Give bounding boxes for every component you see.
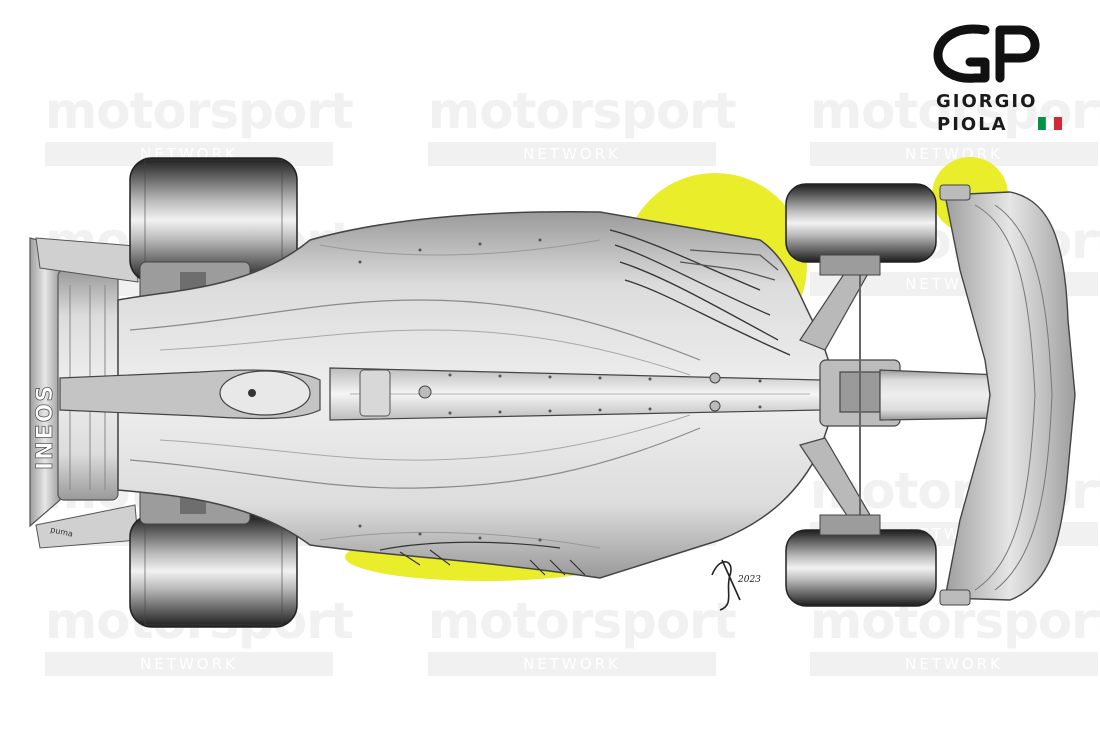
watermark-bar [45, 652, 333, 676]
watermark-word: motorsport [45, 82, 353, 140]
signature-year: 2023 [737, 575, 761, 585]
front-wing [879, 184, 1076, 606]
watermark-subword: NETWORK [905, 655, 1003, 673]
artist-signature: 2023 [711, 559, 761, 611]
rear-right-tyre [129, 514, 298, 628]
italian-flag-icon [1038, 116, 1062, 131]
logo-line-piola: PIOLA [937, 114, 1008, 135]
giorgio-piola-logo: GIORGIO PIOLA [933, 24, 1062, 135]
front-left-tyre [785, 183, 937, 276]
watermark-bar [428, 142, 716, 166]
logo-line-giorgio: GIORGIO [936, 91, 1037, 112]
watermark-word: motorsport [428, 82, 736, 140]
gp-monogram-g [933, 24, 990, 83]
watermark-bar [428, 652, 716, 676]
gp-monogram-p [995, 25, 1040, 83]
floor-edge-fins [379, 541, 586, 576]
floor-fences [609, 229, 791, 356]
watermark-bar [810, 652, 1098, 676]
rear-wing-livery-text: INEOS [33, 384, 58, 470]
watermark-subword: NETWORK [523, 145, 621, 163]
watermark-word: motorsport [428, 592, 736, 650]
car-floor [59, 211, 831, 579]
rear-wing: INEOS puma [29, 237, 139, 549]
front-right-tyre [785, 514, 937, 607]
watermark-subword: NETWORK [140, 655, 238, 673]
watermark-subword: NETWORK [905, 145, 1003, 163]
watermark-word: motorsport [810, 82, 1100, 140]
watermark-subword: NETWORK [523, 655, 621, 673]
